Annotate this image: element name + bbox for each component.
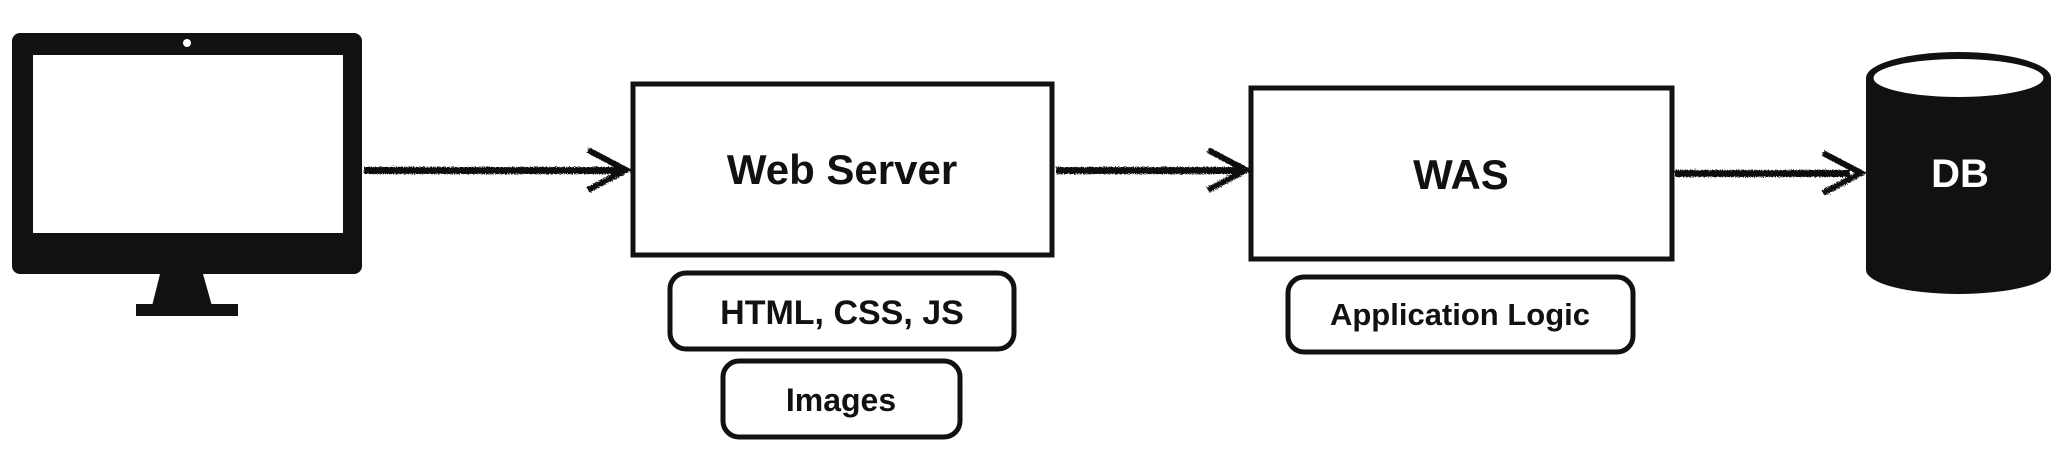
db-label: DB [1931,152,1989,196]
web-server-tag-static: HTML, CSS, JS [667,270,1017,352]
was-tag-application-logic: Application Logic [1285,274,1636,355]
monitor-icon [12,33,362,316]
web-server-node: Web Server [630,81,1055,258]
arrow-client-to-web-server [364,147,633,193]
web-server-tag-images: Images [720,358,963,440]
tag-application-logic: Application Logic [1330,297,1590,332]
web-server-label: Web Server [727,146,957,193]
database-cylinder-icon: DB [1866,52,2051,294]
arrow-was-to-db [1675,150,1868,196]
arrow-web-server-to-was [1056,147,1253,193]
was-node: WAS [1248,85,1675,262]
was-label: WAS [1413,151,1509,198]
tag-html-css-js: HTML, CSS, JS [720,294,964,332]
tag-images: Images [786,382,896,418]
